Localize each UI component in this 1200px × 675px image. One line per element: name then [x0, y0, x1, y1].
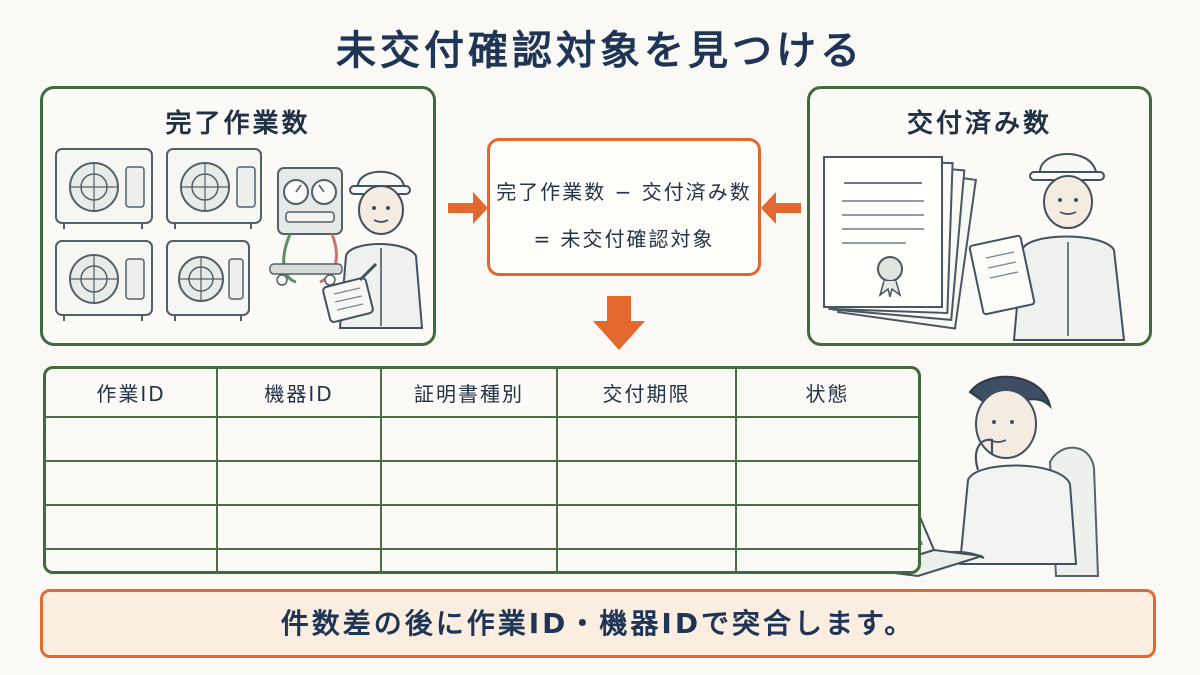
formula-line-1: 完了作業数 − 交付済み数	[496, 180, 752, 204]
header-work-id: 作業ID	[46, 369, 218, 418]
issued-count-title: 交付済み数	[906, 109, 1052, 139]
table-row	[46, 461, 918, 506]
reconciliation-table: 作業ID 機器ID 証明書種別 交付期限 状態	[43, 366, 921, 574]
table-row	[46, 505, 918, 550]
arrow-icon	[448, 192, 801, 350]
table: 作業ID 機器ID 証明書種別 交付期限 状態	[46, 369, 918, 571]
page-title: 未交付確認対象を見つける	[336, 28, 864, 74]
header-equipment-id: 機器ID	[217, 369, 382, 418]
air-conditioner-unit-icon	[55, 148, 153, 229]
completed-work-title: 完了作業数	[165, 109, 311, 139]
table-header-row: 作業ID 機器ID 証明書種別 交付期限 状態	[46, 369, 918, 418]
air-conditioner-unit-icon	[166, 240, 250, 321]
footer-note: 件数差の後に作業ID・機器IDで突合します。	[40, 589, 1156, 658]
air-conditioner-unit-icon	[166, 148, 262, 229]
header-status: 状態	[736, 369, 918, 418]
table-row	[46, 417, 918, 462]
technician-icon	[968, 153, 1126, 341]
table-row	[46, 549, 918, 571]
technician-icon	[322, 170, 424, 329]
formula-box: 完了作業数 − 交付済み数 = 未交付確認対象	[487, 138, 761, 276]
air-conditioner-unit-icon	[55, 240, 153, 321]
formula-line-2: = 未交付確認対象	[533, 227, 715, 251]
certificate-stack-icon	[823, 156, 977, 330]
header-delivery-deadline: 交付期限	[557, 369, 737, 418]
header-certificate-type: 証明書種別	[381, 369, 558, 418]
pressure-gauge-icon	[269, 167, 343, 286]
